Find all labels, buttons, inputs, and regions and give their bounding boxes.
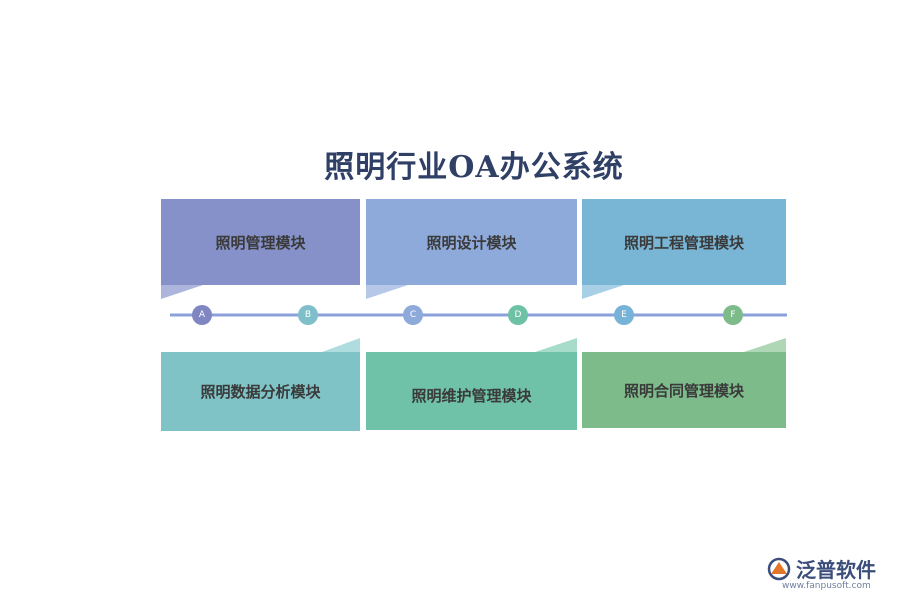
node-label: C [409,310,417,320]
module-card-lighting-design: 照明设计模块 [366,199,577,285]
module-label: 照明维护管理模块 [411,386,532,405]
timeline-node-f: F [723,305,743,325]
timeline-node-b: B [298,305,318,325]
node-label: B [304,310,312,320]
fanpu-logo: 泛普软件 www.fanpusoft.com [766,554,896,594]
fanpu-logo-icon [767,557,791,581]
card-fold [322,338,360,352]
module-card-lighting-management: 照明管理模块 [161,199,360,285]
module-label: 照明设计模块 [426,233,517,252]
node-label: F [730,310,736,320]
module-label: 照明管理模块 [215,233,306,252]
diagram-title: 照明行业OA办公系统 [324,150,624,185]
module-card-data-analysis: 照明数据分析模块 [161,352,360,431]
module-card-lighting-engineering: 照明工程管理模块 [582,199,786,285]
card-fold [366,285,408,299]
node-label: A [198,310,206,320]
module-label: 照明工程管理模块 [623,233,744,252]
module-label: 照明数据分析模块 [200,383,321,401]
timeline-node-c: C [403,305,423,325]
timeline-node-e: E [614,305,634,325]
node-label: E [621,310,627,320]
module-label: 照明合同管理模块 [623,381,744,400]
node-label: D [514,310,522,320]
logo-name: 泛普软件 [796,558,876,582]
timeline-node-d: D [508,305,528,325]
card-fold [582,285,624,299]
card-fold [535,338,577,352]
card-fold [161,285,203,299]
module-card-contract-management: 照明合同管理模块 [582,352,786,428]
module-card-maintenance-management: 照明维护管理模块 [366,352,577,430]
timeline-node-a: A [192,305,212,325]
card-fold [744,338,786,352]
logo-url: www.fanpusoft.com [782,581,871,591]
